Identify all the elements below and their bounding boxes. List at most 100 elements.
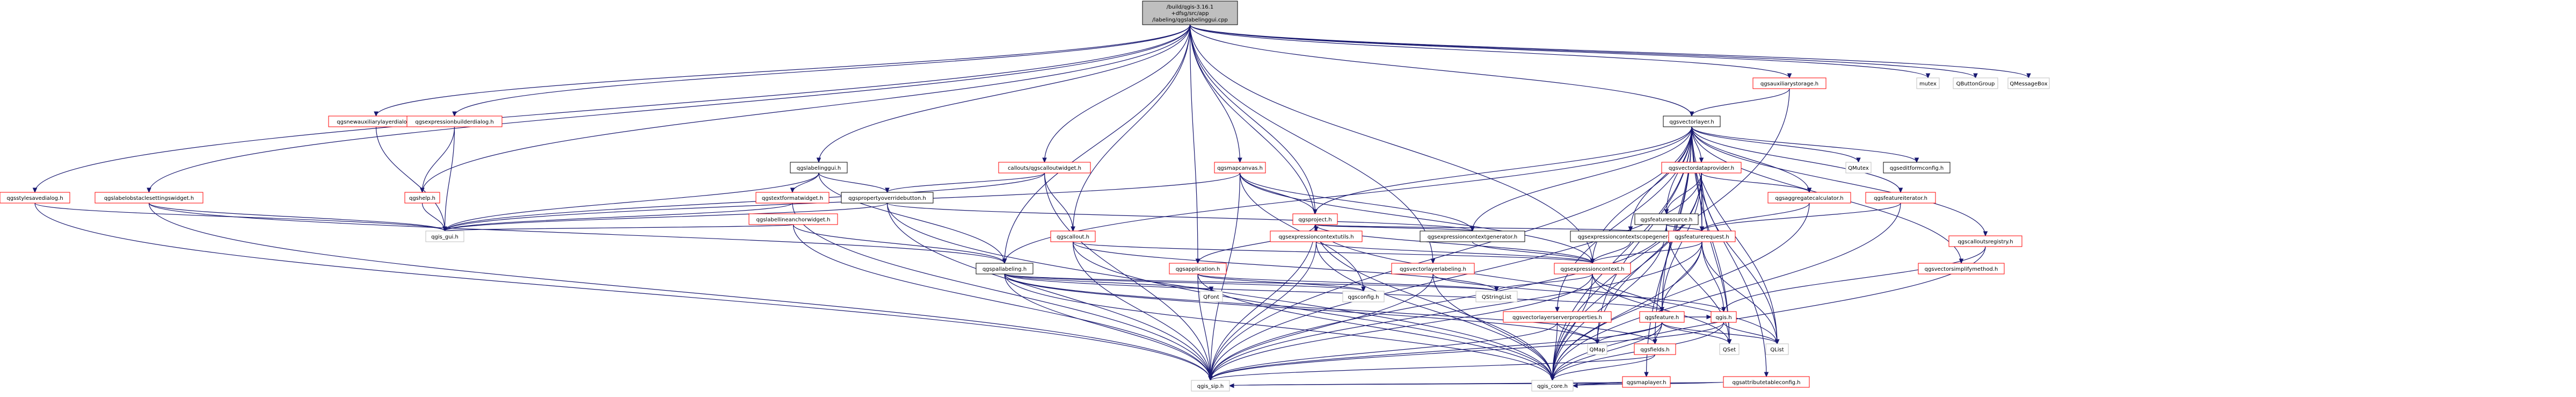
node-qgsexpressioncontextutils[interactable]: qgsexpressioncontextutils.h bbox=[1270, 230, 1363, 242]
node-qgspropertyoverridebutton[interactable]: qgspropertyoverridebutton.h bbox=[841, 192, 934, 204]
node-label: QMap bbox=[1590, 347, 1605, 353]
arrowhead bbox=[1653, 339, 1657, 345]
node-qgspallabeling[interactable]: qgspallabeling.h bbox=[976, 263, 1034, 275]
edge-qgsproject-to-qlist bbox=[1314, 224, 1778, 344]
node-qgslabelinggui[interactable]: qgslabelinggui.h bbox=[790, 162, 848, 174]
node-box bbox=[1663, 116, 1721, 127]
edge-qgsfeature-to-qlist bbox=[1661, 322, 1778, 344]
node-label: qgsvectorlayerserverproperties.h bbox=[1512, 315, 1602, 321]
node-label: qgsexpressionbuilderdialog.h bbox=[415, 119, 494, 125]
node-qgslabellineanchorwidget[interactable]: qgslabellineanchorwidget.h bbox=[748, 213, 838, 225]
edge-qgsvectorlayer-to-qgsexpressioncontext bbox=[1592, 126, 1692, 264]
edge-qgsvectordataprovider-to-qgsfeature bbox=[1661, 172, 1702, 312]
node-qgsstylesavedialog[interactable]: qgsstylesavedialog.h bbox=[0, 192, 70, 204]
edge-qgsproject-to-qgis_core bbox=[1314, 224, 1553, 381]
edge-qgsfeaturerequest-to-qlist bbox=[1701, 241, 1778, 344]
node-qgsexpressioncontext[interactable]: qgsexpressioncontext.h bbox=[1554, 263, 1631, 275]
edge-qgsexpressioncontext-to-qstringlist bbox=[1496, 273, 1593, 292]
node-qgsmapcanvas[interactable]: qgsmapcanvas.h bbox=[1214, 162, 1266, 174]
node-qgsfeatureiterator[interactable]: qgsfeatureiterator.h bbox=[1865, 192, 1936, 204]
node-label: qgsvectordataprovider.h bbox=[1669, 165, 1734, 171]
edge-qgsproject-to-qgsexpressioncontextgenerator bbox=[1314, 224, 1473, 232]
edge-root-to-qgsexpressioncontext bbox=[1189, 24, 1593, 264]
node-qgshelp[interactable]: qgshelp.h bbox=[404, 192, 440, 204]
node-qgsattributetableconfig[interactable]: qgsattributetableconfig.h bbox=[1723, 376, 1810, 388]
edge-qgsvectordataprovider-to-qgis_core bbox=[1552, 172, 1702, 381]
edge-qgsfeaturerequest-to-qgis bbox=[1701, 241, 1724, 312]
edge-qgis-to-qgis_sip bbox=[1210, 322, 1724, 381]
node-qgsvectordataprovider[interactable]: qgsvectordataprovider.h bbox=[1661, 162, 1742, 174]
node-box bbox=[0, 192, 70, 204]
node-qgsfeaturesource[interactable]: qgsfeaturesource.h bbox=[1634, 213, 1699, 225]
edge-root-to-qgsvectorlayer bbox=[1189, 24, 1692, 117]
node-qgslabelobstaclesettingswidget[interactable]: qgslabelobstaclesettingswidget.h bbox=[94, 192, 203, 204]
node-box bbox=[1916, 77, 1940, 89]
node-qgsauxiliarystorage[interactable]: qgsauxiliarystorage.h bbox=[1752, 77, 1827, 89]
edge-qgspallabeling-to-qgis_sip bbox=[1004, 273, 1211, 381]
arrowhead bbox=[452, 111, 457, 117]
node-qgsaggregatecalculator[interactable]: qgsaggregatecalculator.h bbox=[1767, 192, 1851, 204]
arrowhead bbox=[1071, 226, 1075, 232]
arrowhead bbox=[1774, 339, 1780, 345]
edge-root-to-qgsmapcanvas bbox=[1189, 24, 1241, 163]
node-box bbox=[1270, 230, 1363, 242]
edge-qgscalloutwidget-to-qgis_sip bbox=[1044, 172, 1211, 381]
edge-qgsvectorlayerserverproperties-to-qgis_sip bbox=[1210, 322, 1558, 381]
arrowhead bbox=[885, 187, 890, 193]
arrowhead bbox=[1228, 383, 1234, 388]
node-qgsexpressionbuilderdialog[interactable]: qgsexpressionbuilderdialog.h bbox=[406, 116, 503, 127]
node-qgsproject[interactable]: qgsproject.h bbox=[1292, 213, 1338, 225]
node-qgsvectorlayer[interactable]: qgsvectorlayer.h bbox=[1663, 116, 1721, 127]
node-qgsvectorlayerlabeling[interactable]: qgsvectorlayerlabeling.h bbox=[1391, 263, 1475, 275]
node-label: /build/qgis-3.16.1 bbox=[1167, 4, 1213, 10]
node-qstringlist: QStringList bbox=[1475, 291, 1518, 302]
node-qgsexpressioncontextgenerator[interactable]: qgsexpressioncontextgenerator.h bbox=[1420, 230, 1525, 242]
node-box bbox=[1668, 230, 1736, 242]
arrowhead bbox=[816, 157, 821, 163]
edge-qgsapplication-to-qgis_sip bbox=[1197, 273, 1211, 381]
node-qgsfields[interactable]: qgsfields.h bbox=[1634, 343, 1676, 355]
node-qgscalloutwidget[interactable]: callouts/qgscalloutwidget.h bbox=[998, 162, 1091, 174]
edge-qgscallout-to-qgis_core bbox=[1072, 241, 1553, 381]
node-label: qgsvectorlayer.h bbox=[1669, 119, 1714, 125]
edge-qgslabelobstaclesettingswidget-to-qgspallabeling bbox=[148, 203, 1005, 264]
node-qgsapplication[interactable]: qgsapplication.h bbox=[1169, 263, 1227, 275]
arrowhead bbox=[1706, 314, 1712, 320]
arrowhead bbox=[1628, 226, 1633, 232]
node-box bbox=[1292, 213, 1338, 225]
edge-qgsapplication-to-qgsconfig bbox=[1197, 273, 1364, 292]
node-label: mutex bbox=[1919, 81, 1937, 87]
node-qmessagebox: QMessageBox bbox=[2007, 77, 2050, 89]
arrowhead bbox=[1595, 339, 1600, 345]
edge-root-to-qgsstylesavedialog bbox=[34, 24, 1191, 193]
edge-qgslabelobstaclesettingswidget-to-qgs_gui bbox=[148, 203, 446, 232]
node-root[interactable]: /build/qgis-3.16.1+dfsg/src/app/labeling… bbox=[1142, 1, 1238, 25]
node-box bbox=[1883, 162, 1951, 174]
edge-qgslabelinggui-to-qgs_gui bbox=[444, 172, 819, 232]
node-qgsmaplayer[interactable]: qgsmaplayer.h bbox=[1622, 376, 1671, 388]
arrowhead bbox=[1042, 157, 1047, 163]
edge-qgscalloutwidget-to-qgscallout bbox=[1044, 172, 1074, 232]
arrowhead bbox=[790, 187, 795, 193]
edges-layer bbox=[32, 24, 2031, 388]
edge-qgsvectorlayer-to-qgsproject bbox=[1314, 126, 1692, 214]
edge-qgscallout-to-qgsexpressioncontext bbox=[1072, 241, 1593, 264]
node-qgsvectorlayerserverproperties[interactable]: qgsvectorlayerserverproperties.h bbox=[1503, 311, 1612, 323]
edge-qgsfeature-to-qgis_sip bbox=[1210, 322, 1663, 381]
node-qmap: QMap bbox=[1587, 343, 1607, 355]
edge-qgsattributetableconfig-to-qgis_sip bbox=[1229, 381, 1724, 386]
node-box bbox=[748, 213, 838, 225]
node-qgsfeature[interactable]: qgsfeature.h bbox=[1639, 311, 1685, 323]
node-label: QList bbox=[1770, 347, 1784, 353]
node-qgseditformconfig[interactable]: qgseditformconfig.h bbox=[1883, 162, 1951, 174]
edge-qgslabelinggui-to-qgstextformatwidget bbox=[792, 172, 819, 193]
node-qgsvectorsimplifymethod[interactable]: qgsvectorsimplifymethod.h bbox=[1918, 263, 2005, 275]
node-box bbox=[1948, 235, 2022, 247]
node-qgis[interactable]: qgis.h bbox=[1711, 311, 1737, 323]
node-qgstextformatwidget[interactable]: qgstextformatwidget.h bbox=[755, 192, 829, 204]
node-qgscalloutsregistry[interactable]: qgscalloutsregistry.h bbox=[1948, 235, 2022, 247]
node-qgsfeaturerequest[interactable]: qgsfeaturerequest.h bbox=[1668, 230, 1736, 242]
node-label: qgsexpressioncontextscopegenerator.h bbox=[1578, 234, 1684, 240]
edge-qgsmapcanvas-to-qgsproject bbox=[1239, 172, 1316, 214]
node-qgscallout[interactable]: qgscallout.h bbox=[1050, 230, 1096, 242]
